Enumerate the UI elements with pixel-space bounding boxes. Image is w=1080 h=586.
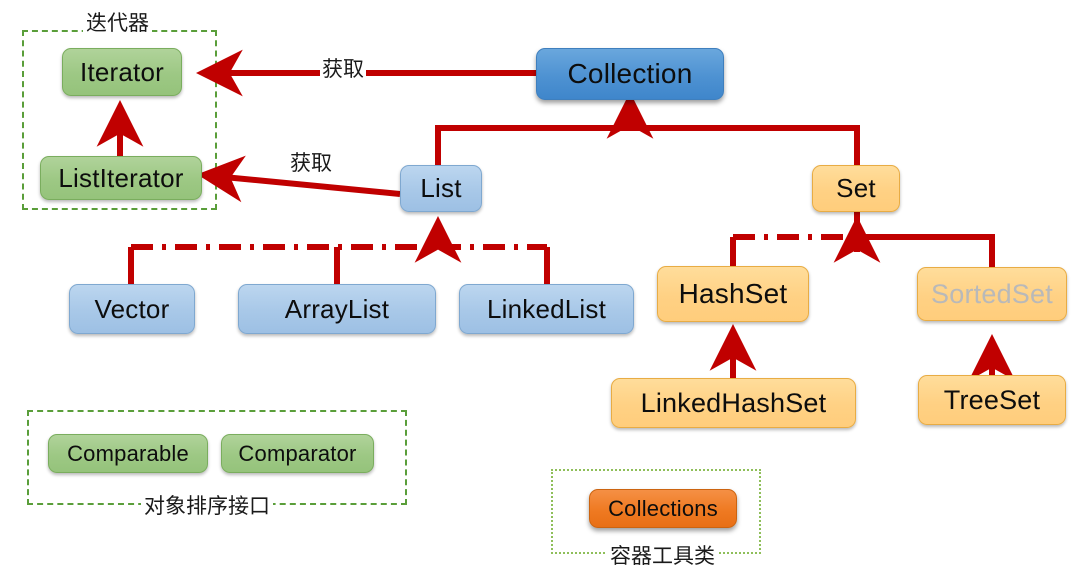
node-hashset[interactable]: HashSet (657, 266, 809, 322)
node-linkedhashset[interactable]: LinkedHashSet (611, 378, 856, 428)
node-iterator-label: Iterator (80, 56, 164, 87)
node-arraylist[interactable]: ArrayList (238, 284, 436, 334)
node-comparator[interactable]: Comparator (221, 434, 374, 473)
node-arraylist-label: ArrayList (284, 293, 390, 324)
node-listiterator[interactable]: ListIterator (40, 156, 202, 200)
node-sortedset-label: SortedSet (931, 278, 1053, 309)
node-comparable[interactable]: Comparable (48, 434, 208, 473)
group-label-iterator: 迭代器 (83, 7, 152, 37)
node-collections[interactable]: Collections (589, 489, 737, 528)
node-collection[interactable]: Collection (536, 48, 724, 100)
node-hashset-label: HashSet (678, 278, 788, 309)
node-treeset[interactable]: TreeSet (918, 375, 1066, 425)
node-collections-label: Collections (608, 495, 718, 521)
node-vector-label: Vector (94, 293, 170, 324)
node-comparator-label: Comparator (238, 440, 357, 466)
node-linkedlist[interactable]: LinkedList (459, 284, 634, 334)
node-listiterator-label: ListIterator (58, 162, 184, 193)
node-iterator[interactable]: Iterator (62, 48, 182, 96)
group-label-collection-utility: 容器工具类 (607, 540, 718, 570)
node-linkedhashset-label: LinkedHashSet (640, 387, 827, 418)
node-treeset-label: TreeSet (943, 384, 1041, 415)
node-vector[interactable]: Vector (69, 284, 195, 334)
node-sortedset[interactable]: SortedSet (917, 267, 1067, 321)
node-comparable-label: Comparable (67, 440, 189, 466)
node-set[interactable]: Set (812, 165, 900, 212)
node-set-label: Set (836, 173, 876, 203)
node-collection-label: Collection (567, 58, 693, 89)
group-label-object-sorting: 对象排序接口 (141, 490, 273, 520)
edge-label-list-to-listiterator: 获取 (288, 147, 334, 177)
node-list[interactable]: List (400, 165, 482, 212)
edge-label-collection-to-iterator: 获取 (320, 53, 366, 83)
node-list-label: List (420, 173, 462, 203)
node-linkedlist-label: LinkedList (486, 293, 607, 324)
